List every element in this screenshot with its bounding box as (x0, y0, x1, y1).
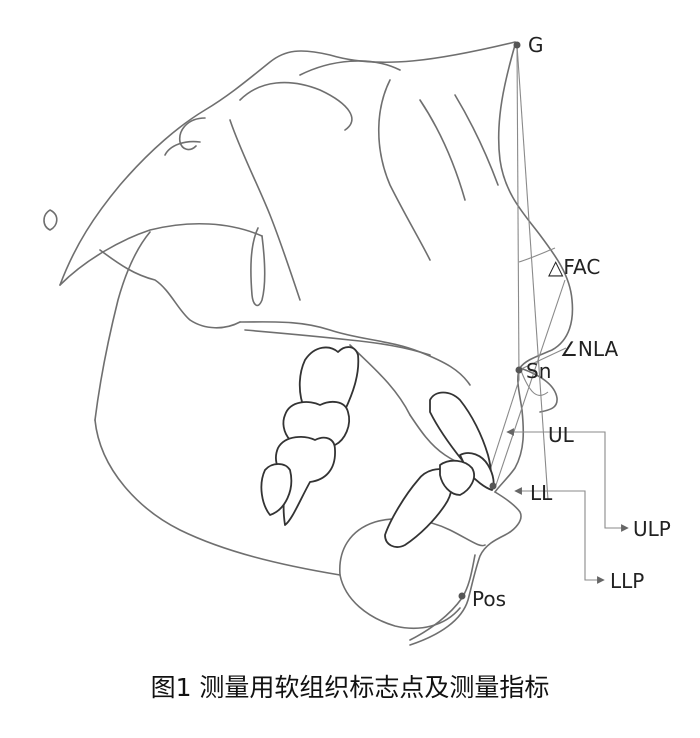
label-pos: Pos (472, 587, 506, 611)
skull-outline (43, 41, 516, 421)
point-ll (489, 482, 497, 490)
soft-tissue-profile (409, 44, 574, 646)
anterior-teeth (384, 391, 495, 548)
figure-caption: 图1 测量用软组织标志点及测量指标 (150, 673, 550, 702)
label-nla: ∠NLA (560, 337, 618, 361)
point-g (513, 41, 521, 49)
upper-molars (260, 346, 360, 526)
label-g: G (528, 33, 544, 57)
label-fac: △FAC (548, 255, 600, 279)
label-ulp: ULP (633, 517, 671, 541)
label-ll: LL (530, 481, 553, 505)
landmark-points (458, 41, 523, 600)
point-sn (515, 366, 523, 374)
reference-lines (489, 44, 567, 501)
projection-arrows (506, 428, 629, 584)
label-llp: LLP (610, 569, 644, 593)
label-ul: UL (548, 423, 575, 447)
point-pos (458, 592, 466, 600)
label-sn: Sn (526, 359, 551, 383)
